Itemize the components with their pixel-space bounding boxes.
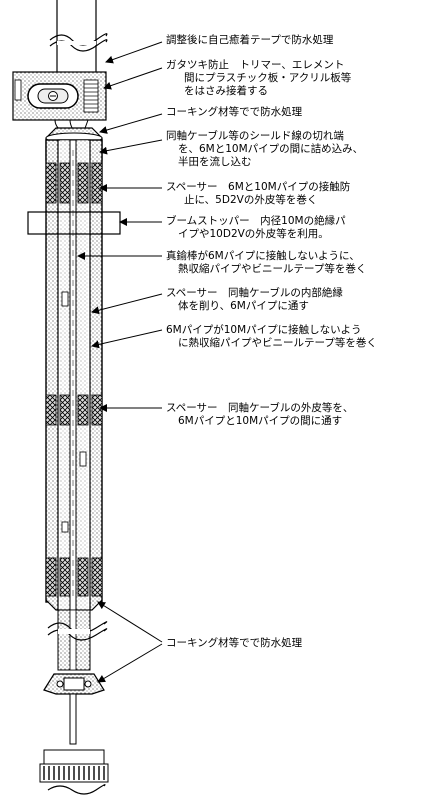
arrow-caulking-bottom-1 [97, 601, 163, 643]
note-spacer-outer-jacket: スペーサー 同軸ケーブルの外皮等を、 6Mパイプと10Mパイプの間に通す [166, 402, 353, 428]
note-6m-pipe-insulation: 6Mパイプが10Mパイプに接触しないよう に熱収縮パイプやビニールテープ等を巻く [166, 324, 377, 350]
note-line: に熱収縮パイプやビニールテープ等を巻く [178, 337, 377, 349]
note-caulking-bottom: コーキング材等でで防水処理 [166, 637, 302, 650]
lower-rod [69, 693, 77, 745]
note-line: スペーサー 同軸ケーブルの内部絶縁 [166, 287, 343, 299]
note-line: 間にプラスチック板・アクリル板等 [184, 72, 352, 84]
note-line: スペーサー 6Mと10Mパイプの接触防 [166, 181, 351, 193]
note-line: ガタツキ防止 トリマー、エレメント [166, 59, 345, 71]
arrow-spacer-inner-insulator [91, 293, 163, 315]
note-line: 半田を流し込む [178, 156, 252, 168]
internal-spacers [61, 291, 87, 533]
note-line: 同軸ケーブル等のシールド線の切れ端 [166, 130, 344, 142]
note-caulking-top: コーキング材等でで防水処理 [166, 106, 302, 119]
note-line: 止に、5D2Vの外皮等を巻く [184, 194, 318, 206]
note-line: 6Mパイプが10Mパイプに接触しないよう [166, 324, 362, 336]
note-line: 6Mパイプと10Mパイプの間に通す [178, 415, 343, 427]
note-line: コーキング材等でで防水処理 [166, 106, 303, 118]
note-brass-rod-insulation: 真鍮棒が6Mパイプに接触しないように、 熱収縮パイプやビニールテープ等を巻く [166, 250, 366, 276]
note-line: イプや10D2Vの外皮等を利用。 [178, 228, 329, 240]
note-plastic-plate: ガタツキ防止 トリマー、エレメント 間にプラスチック板・アクリル板等 をはさみ接… [166, 59, 351, 98]
note-spacer-inner-insulator: スペーサー 同軸ケーブルの内部絶縁 体を削り、6Mパイプに通す [166, 287, 343, 313]
note-line: スペーサー 同軸ケーブルの外皮等を、 [166, 402, 354, 414]
note-boom-stopper: ブームストッパー 内径10Mの絶縁パ イプや10D2Vの外皮等を利用。 [166, 215, 346, 241]
note-spacer-5d2v: スペーサー 6Mと10Mパイプの接触防 止に、5D2Vの外皮等を巻く [166, 181, 350, 207]
note-line: ブームストッパー 内径10Mの絶縁パ [166, 215, 346, 227]
lower-clamp [43, 673, 105, 695]
arrow-caulking-top [99, 113, 163, 134]
note-line: をはさみ接着する [184, 85, 268, 97]
leader-arrows [77, 41, 163, 683]
note-line: 真鍮棒が6Mパイプに接触しないように、 [166, 250, 360, 262]
note-shield-solder: 同軸ケーブル等のシールド線の切れ端 を、6Mと10Mパイプの間に詰め込み、 半田… [166, 130, 363, 169]
bottom-connector [39, 749, 109, 795]
note-line: 体を削り、6Mパイプに通す [178, 300, 309, 312]
spacer-bands [45, 162, 103, 597]
arrow-shield-solder [99, 139, 163, 155]
arrow-caulking-bottom-2 [97, 643, 163, 683]
trimmer-box [12, 71, 107, 121]
lower-pipe-break [47, 609, 108, 671]
note-line: 調整後に自己癒着テープで防水処理 [166, 34, 334, 46]
arrow-plastic-plate [103, 67, 163, 90]
note-line: コーキング材等でで防水処理 [166, 637, 303, 649]
upper-element-pipe [49, 0, 108, 72]
arrow-self-fusing-tape [105, 41, 163, 64]
arrow-6m-pipe-insulation [91, 329, 163, 349]
note-self-fusing-tape: 調整後に自己癒着テープで防水処理 [166, 34, 333, 47]
note-line: 熱収縮パイプやビニールテープ等を巻く [178, 263, 367, 275]
note-line: を、6Mと10Mパイプの間に詰め込み、 [178, 143, 364, 155]
brass-rod [69, 139, 77, 611]
